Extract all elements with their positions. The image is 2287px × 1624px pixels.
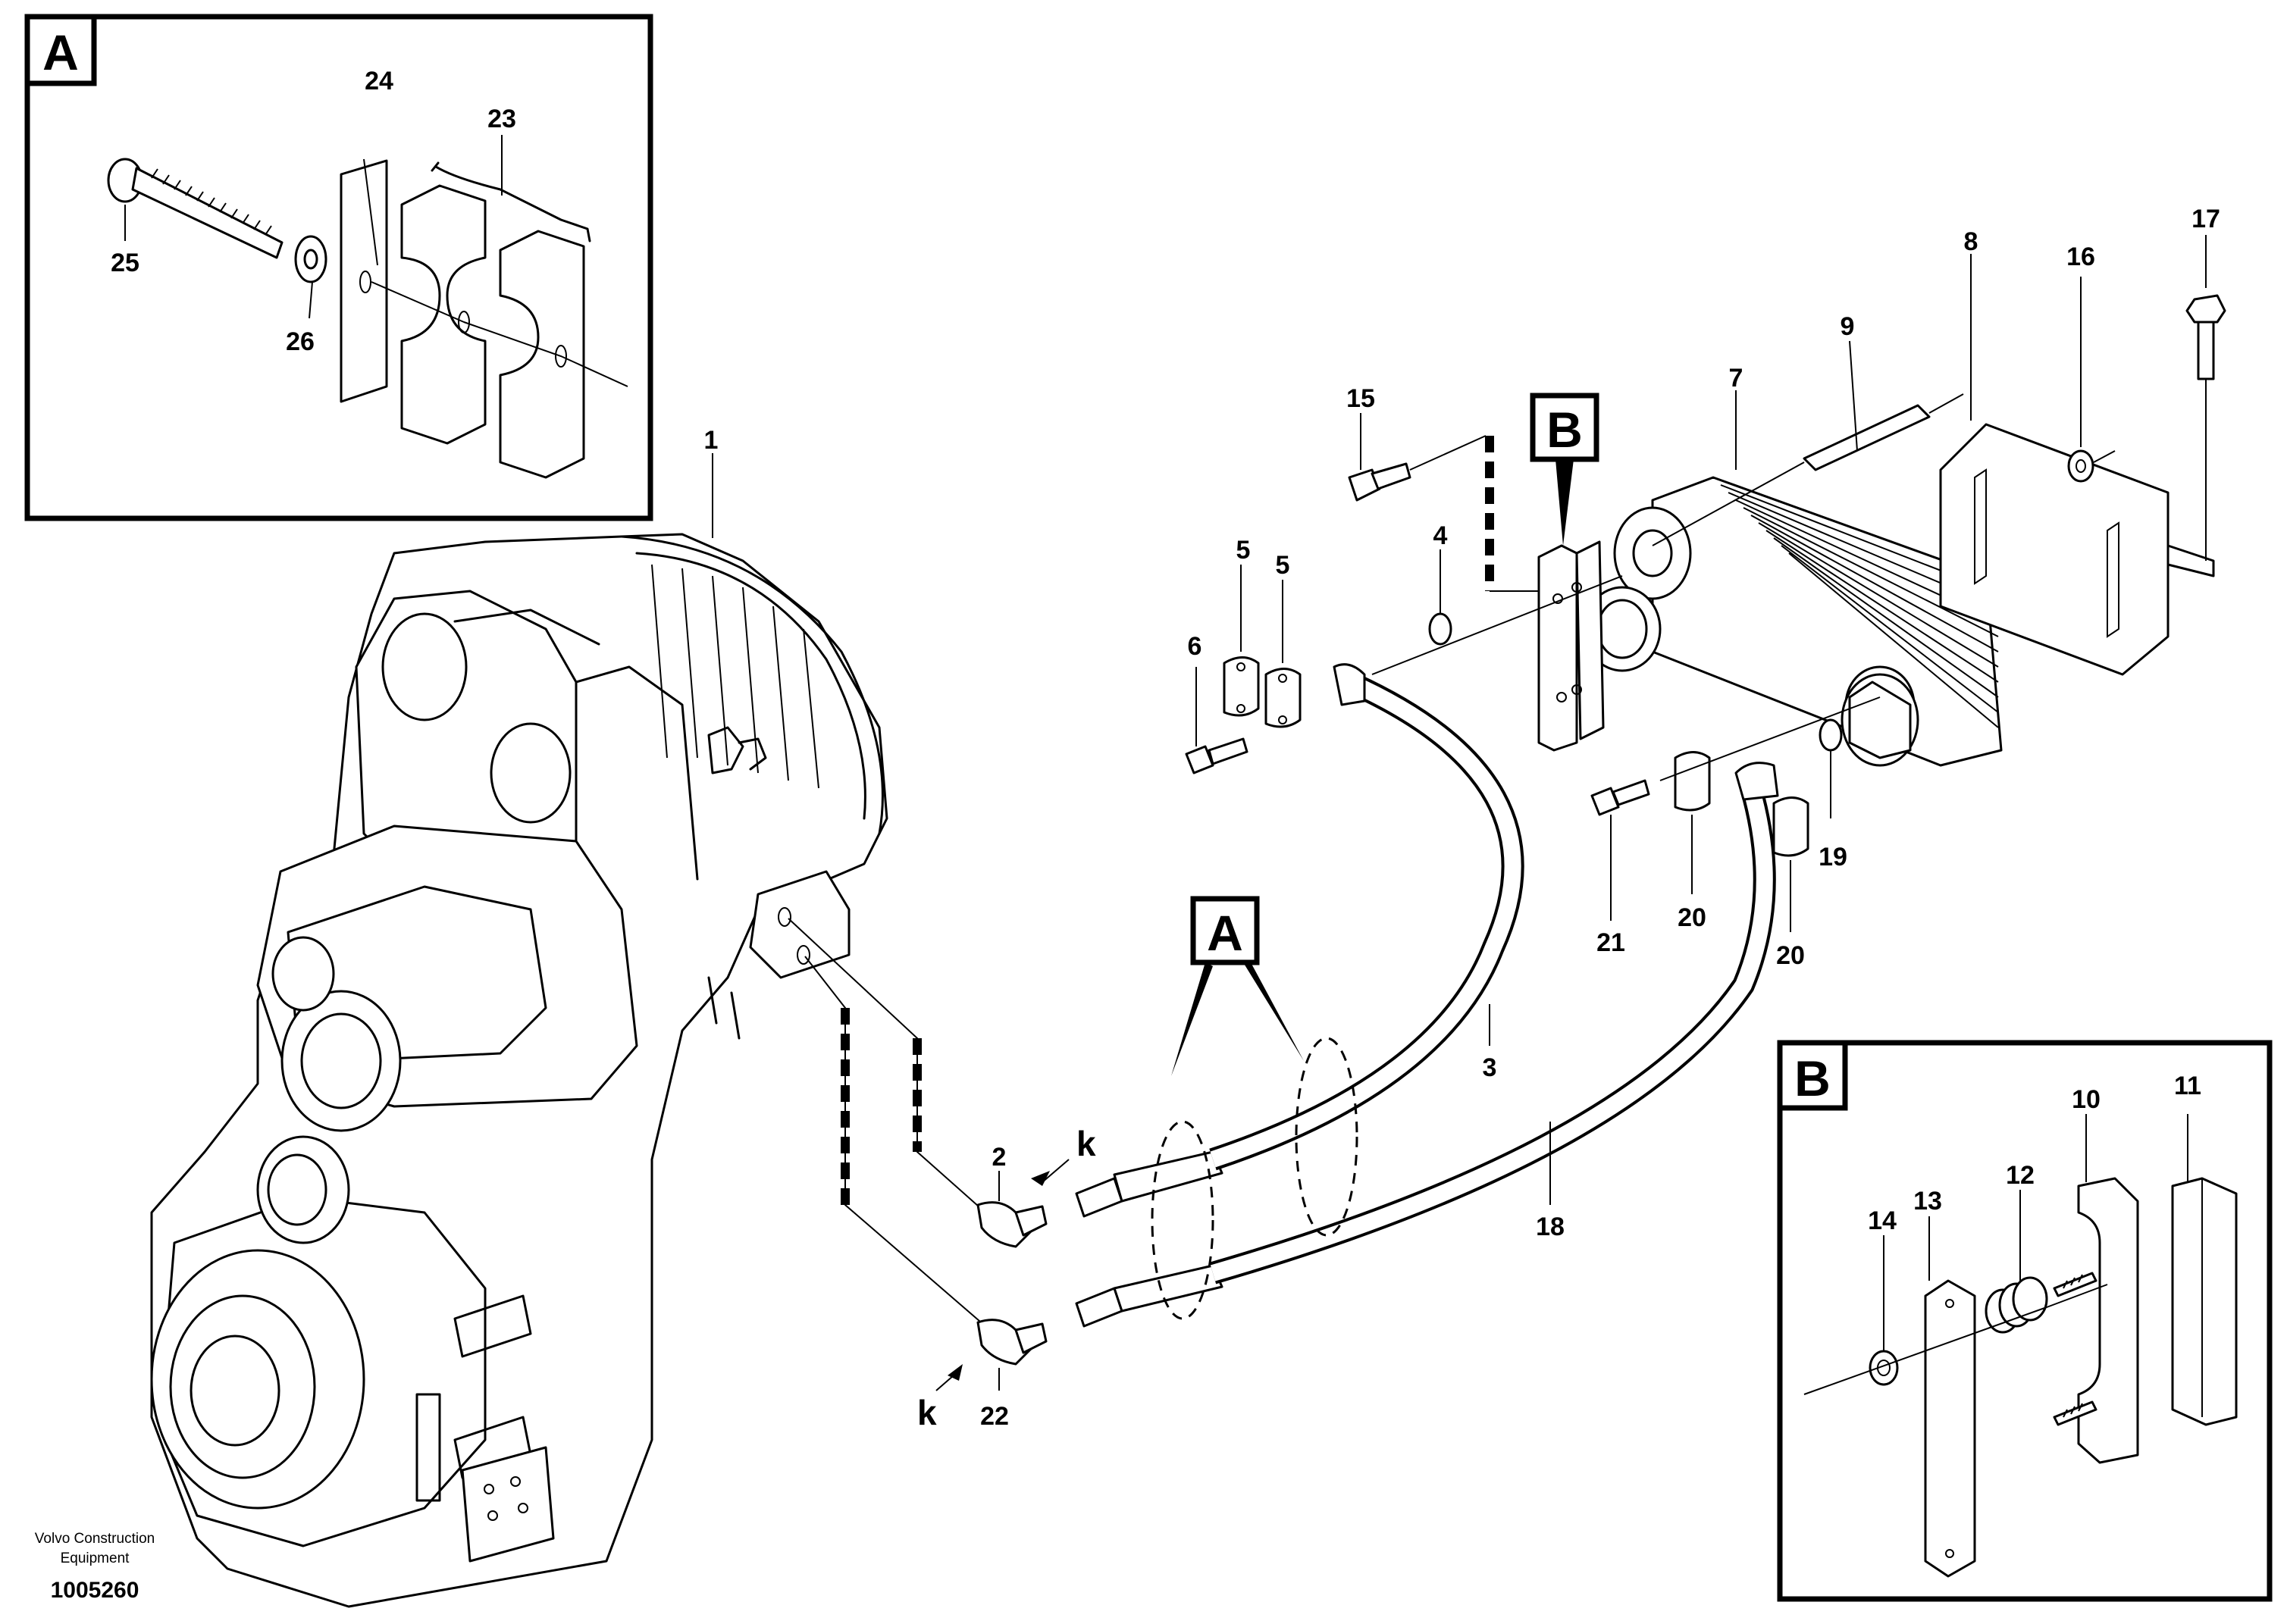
k-label-upper: k (1076, 1124, 1096, 1163)
callout-19: 19 (1819, 843, 1847, 871)
detail-a-oval-left (1151, 1120, 1214, 1320)
callout-17: 17 (2191, 205, 2220, 233)
bolt-part-25 (107, 158, 284, 259)
k-marker-upper: k (1031, 1124, 1096, 1186)
detail-b-reference-label: B (1546, 402, 1583, 458)
plate-part-24 (340, 159, 388, 403)
callout-16: 16 (2066, 243, 2095, 271)
callout-3: 3 (1483, 1053, 1497, 1082)
elbow-part-22 (976, 1319, 1048, 1366)
clamp-part-23 (400, 161, 591, 479)
callout-7: 7 (1729, 364, 1743, 393)
detail-a-oval-right (1295, 1037, 1358, 1237)
callout-2: 2 (992, 1143, 1007, 1172)
callout-10: 10 (2072, 1085, 2101, 1114)
callout-5b: 5 (1276, 551, 1290, 580)
brand-line-2: Equipment (61, 1550, 130, 1566)
callout-12: 12 (2006, 1161, 2035, 1190)
callout-24: 24 (365, 67, 393, 95)
inset-b-title: B (1794, 1050, 1831, 1106)
washer-part-26 (294, 235, 327, 283)
inset-b: B 11 10 12 (1777, 1040, 2273, 1602)
k-marker-lower: k (917, 1364, 963, 1432)
inset-a: A 24 23 25 26 (24, 14, 653, 521)
callout-6: 6 (1188, 632, 1202, 661)
strip-part-11: 11 (2171, 1072, 2238, 1426)
detail-a-reference-label: A (1207, 905, 1243, 961)
callout-18: 18 (1536, 1213, 1565, 1241)
flange-half-part-5b: 5 (1264, 551, 1302, 728)
callout-9: 9 (1841, 312, 1855, 341)
clip-part-b (1537, 540, 1605, 752)
inset-a-title: A (42, 24, 79, 80)
flange-half-part-5a: 5 (1223, 536, 1260, 717)
callout-25: 25 (111, 249, 139, 277)
oring-part-19: 19 (1659, 696, 1881, 871)
brand-line-1: Volvo Construction (35, 1531, 155, 1547)
callout-20a: 20 (1678, 903, 1706, 932)
transmission-part-1: 1 (150, 426, 888, 1608)
callout-8: 8 (1964, 227, 1978, 256)
footer: Volvo Construction Equipment 1005260 (35, 1531, 155, 1603)
hose-part-18 (1075, 762, 1779, 1328)
callout-5a: 5 (1236, 536, 1251, 565)
hose-part-3 (1075, 663, 1524, 1218)
stud-part-9: 9 (1652, 312, 1964, 546)
bolt-part-17: 17 (2185, 205, 2226, 561)
washer-part-16: 16 (2066, 243, 2116, 483)
pipe-connector-lower (804, 956, 986, 1327)
k-label-lower: k (917, 1393, 937, 1432)
callout-14: 14 (1868, 1206, 1897, 1235)
callout-26: 26 (286, 327, 315, 356)
bracket-part-8: 8 (1939, 227, 2215, 676)
drawing-number: 1005260 (51, 1578, 139, 1603)
callout-20b: 20 (1776, 941, 1805, 970)
callout-21: 21 (1596, 928, 1625, 957)
detail-b-reference: B (1530, 393, 1599, 546)
callout-4: 4 (1433, 521, 1448, 550)
strap-part-13: 13 (1913, 1187, 1976, 1578)
callout-15: 15 (1346, 384, 1375, 413)
flange-half-part-20b: 20 (1772, 796, 1809, 970)
nut-part-14: 14 (1868, 1206, 1899, 1386)
detail-a-reference: A (1171, 896, 1304, 1076)
cooler-part-7: 7 (1583, 364, 2003, 767)
flange-half-part-20a: 20 (1674, 751, 1711, 932)
bar-part-10: 10 (2053, 1085, 2139, 1464)
callout-13: 13 (1913, 1187, 1942, 1216)
elbow-part-2 (976, 1201, 1048, 1248)
callout-23: 23 (487, 105, 516, 133)
oring-part-4: 4 (1371, 521, 1623, 675)
bolt-part-15: 15 (1346, 384, 1546, 592)
bolt-part-21: 21 (1590, 779, 1650, 957)
callout-1: 1 (704, 426, 719, 455)
callout-22: 22 (980, 1402, 1009, 1431)
bolt-part-6: 6 (1185, 632, 1248, 774)
callout-11: 11 (2174, 1072, 2201, 1100)
